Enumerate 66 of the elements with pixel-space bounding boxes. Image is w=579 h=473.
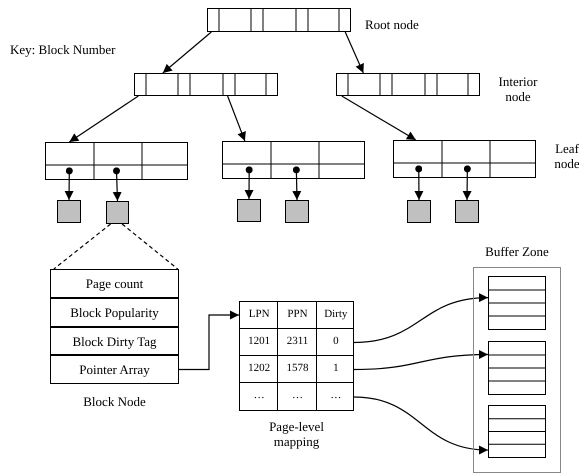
arrow xyxy=(112,167,122,202)
table-cell-text: LPN xyxy=(248,307,271,322)
table-cell-text: 2311 xyxy=(286,334,310,349)
mapping-table xyxy=(239,301,354,449)
table-cell-text: … xyxy=(329,388,342,403)
data-block-square xyxy=(455,200,479,223)
dashed-line xyxy=(122,224,178,270)
arrow xyxy=(68,96,139,142)
dashed-line xyxy=(54,224,111,270)
arrow xyxy=(162,32,212,74)
arrow xyxy=(414,165,424,200)
leaf-node-box xyxy=(393,140,536,178)
node-label: Block Node xyxy=(82,394,147,409)
table-row xyxy=(239,383,354,411)
arrow xyxy=(292,166,302,200)
tree-node-box xyxy=(336,73,480,96)
buffer-block xyxy=(488,341,546,395)
arrow xyxy=(341,95,416,141)
arrow xyxy=(354,396,488,454)
table-cell-text: 0 xyxy=(332,334,340,349)
leaf-node-box xyxy=(45,142,188,180)
field-row xyxy=(50,327,179,355)
block-node-stack xyxy=(50,269,179,409)
heading: Buffer Zone xyxy=(484,244,550,259)
field-label: Page count xyxy=(86,276,144,291)
leaf-node-box xyxy=(222,141,365,179)
table-cell-text: PPN xyxy=(286,307,309,322)
buffer-block xyxy=(488,276,546,330)
key-note: Key: Block Number xyxy=(10,42,116,57)
table-cell-text: 1201 xyxy=(247,334,272,349)
field-row xyxy=(50,355,179,384)
node-caption: Leaf node xyxy=(553,141,579,171)
table-cell-text: 1578 xyxy=(285,361,310,376)
table-cell-text: 1202 xyxy=(247,361,272,376)
arrow xyxy=(244,166,254,199)
field-row xyxy=(50,269,179,298)
table-row xyxy=(239,329,354,356)
field-label: Block Popularity xyxy=(70,305,159,320)
tree-node-box xyxy=(134,73,278,96)
table-cell-text: Dirty xyxy=(323,307,348,322)
field-label: Block Dirty Tag xyxy=(72,334,157,348)
data-block-square xyxy=(106,201,129,224)
table-row xyxy=(239,301,354,329)
arrow xyxy=(462,165,472,200)
tree-node-box xyxy=(207,8,351,32)
field-row xyxy=(50,298,179,327)
table-cell-text: … xyxy=(252,388,266,403)
arrow xyxy=(354,294,488,344)
table-row xyxy=(239,356,354,383)
data-block-square xyxy=(285,200,309,223)
data-block-square xyxy=(237,199,261,222)
data-block-square xyxy=(57,200,81,223)
arrow xyxy=(179,310,239,370)
table-cell-text: 1 xyxy=(332,361,340,376)
node-caption: Root node xyxy=(365,17,419,32)
node-caption: Interior node xyxy=(498,74,538,104)
arrow xyxy=(354,350,488,370)
buffer-zone-panel xyxy=(470,244,564,473)
data-block-square xyxy=(407,200,431,223)
table-cell-text: … xyxy=(290,388,304,403)
node-label: Page-level mapping xyxy=(268,419,325,449)
buffer-block xyxy=(488,405,546,458)
arrow xyxy=(64,167,74,200)
arrow xyxy=(227,96,246,142)
arrow xyxy=(344,32,364,74)
field-label: Pointer Array xyxy=(79,362,150,377)
